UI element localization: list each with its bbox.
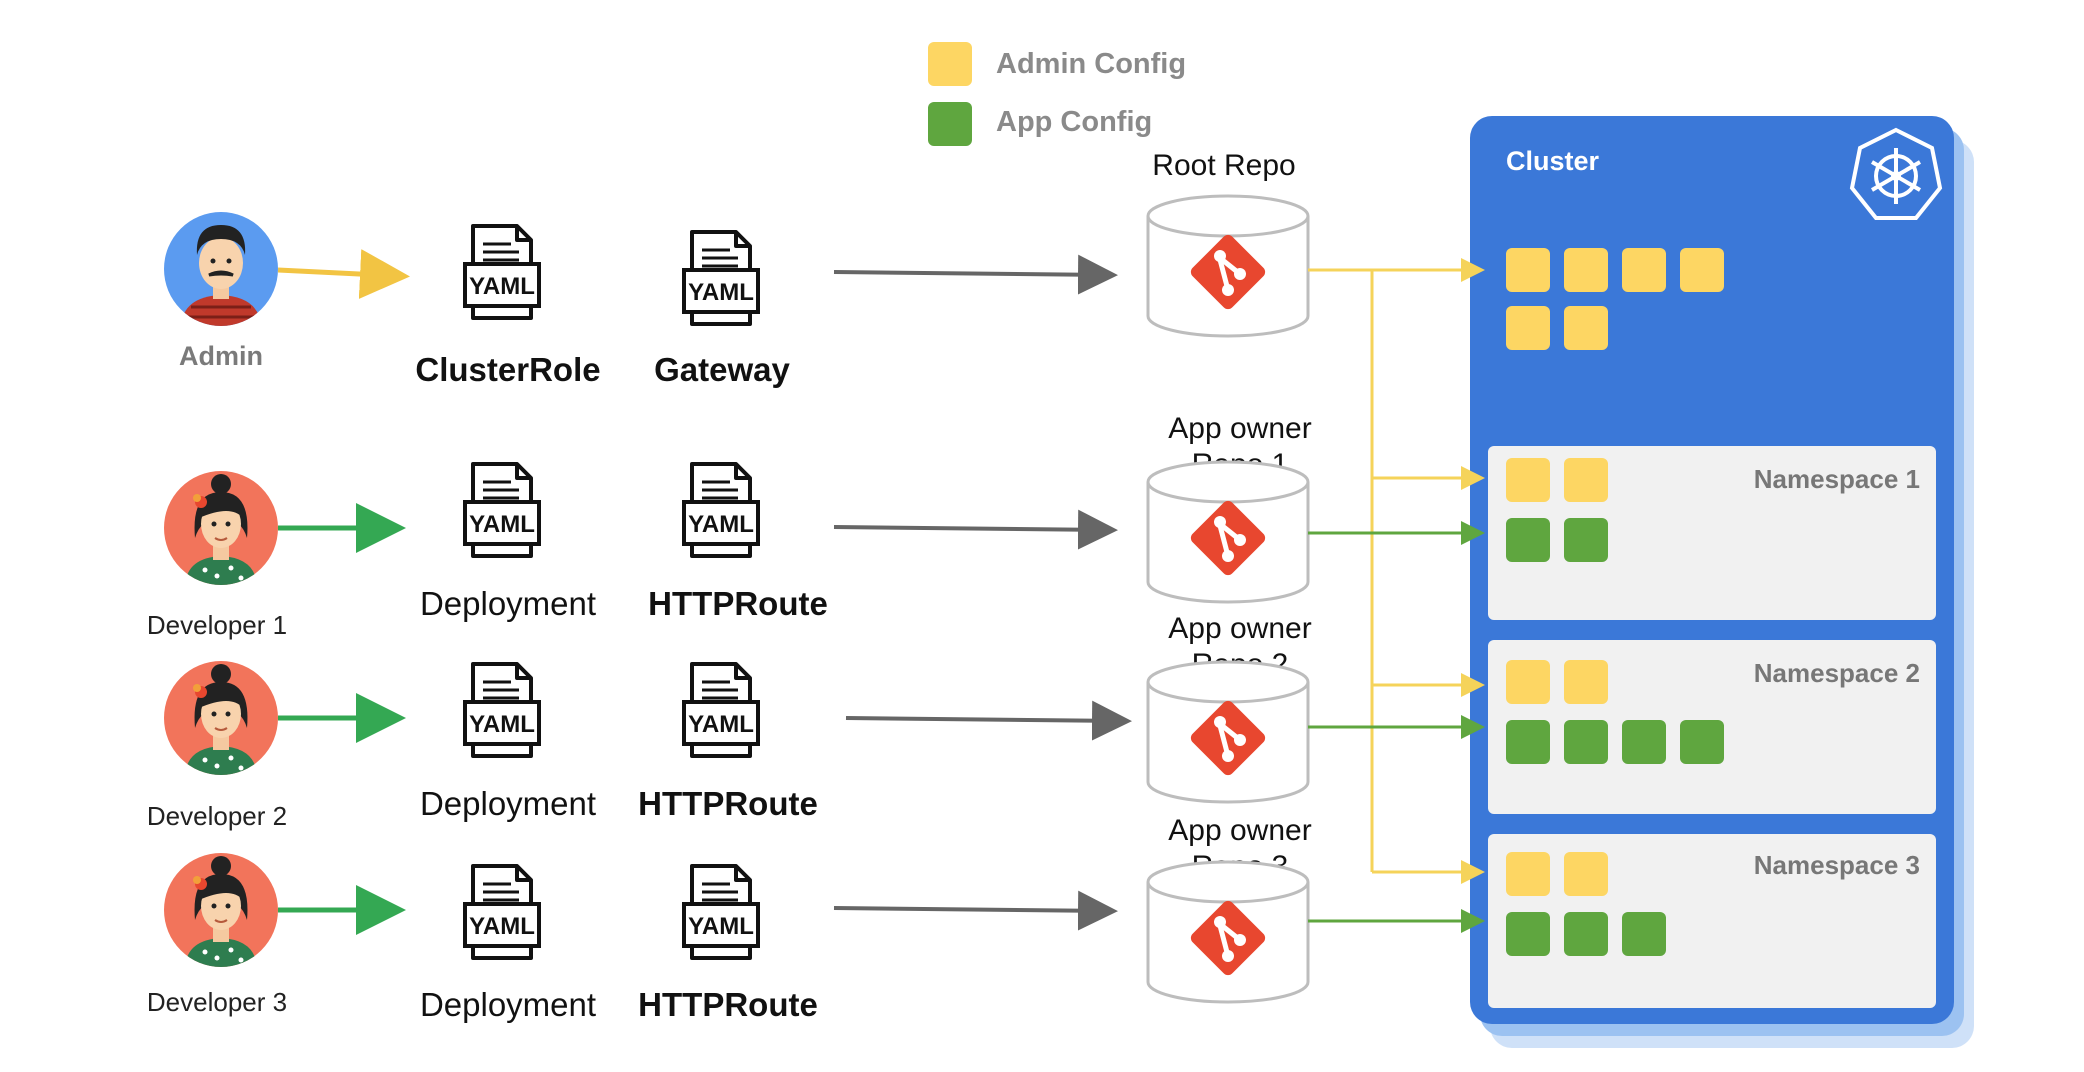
yaml-label: YAML <box>469 913 535 940</box>
yaml-file-icon: YAML <box>682 864 760 960</box>
legend-admin-label: Admin Config <box>996 48 1186 80</box>
httproute-label: HTTPRoute <box>638 986 818 1023</box>
namespace-1-app-square <box>1506 518 1550 562</box>
repo-3-icon <box>1148 862 1308 1002</box>
namespace-2-app-square <box>1564 720 1608 764</box>
yaml-file-icon: YAML <box>682 462 760 558</box>
yaml-label: YAML <box>469 273 535 300</box>
push-arrow-repo-3 <box>833 890 1118 931</box>
push-arrow-repo-1 <box>833 509 1118 550</box>
namespace-3-app-square <box>1564 912 1608 956</box>
gateway-label: Gateway <box>654 351 790 388</box>
namespace-2-app-square <box>1680 720 1724 764</box>
cluster-title: Cluster <box>1506 146 1600 176</box>
yaml-file-icon: YAML <box>682 662 760 758</box>
root-repo-icon <box>1148 196 1308 336</box>
cluster-panel: Cluster Namespace 1 <box>1470 116 1974 1048</box>
deployment-label: Deployment <box>420 986 596 1023</box>
developer-1-avatar <box>164 471 278 588</box>
yaml-file-icon: YAML <box>463 462 541 558</box>
yaml-label: YAML <box>688 511 754 538</box>
repo-2-icon <box>1148 662 1308 802</box>
admin-avatar <box>164 212 278 329</box>
namespace-2-title: Namespace 2 <box>1754 658 1920 688</box>
kubernetes-icon <box>1849 127 1943 220</box>
yaml-file-icon: YAML <box>463 864 541 960</box>
yaml-file-icon: YAML <box>682 230 760 326</box>
developer-2-row: Developer 2 YAML Deployment YAML HTTPRou… <box>147 612 1312 831</box>
httproute-label: HTTPRoute <box>648 585 828 622</box>
deployment-label: Deployment <box>420 585 596 622</box>
admin-label: Admin <box>179 341 263 371</box>
legend-app-swatch <box>928 102 972 146</box>
push-arrow-repo-2 <box>845 700 1132 741</box>
namespace-1-app-square <box>1564 518 1608 562</box>
clusterrole-label: ClusterRole <box>415 351 600 388</box>
yaml-label: YAML <box>688 711 754 738</box>
admin-arrow <box>277 249 410 300</box>
namespace-3-app-square <box>1506 912 1550 956</box>
deployment-label: Deployment <box>420 785 596 822</box>
repo-1-label-line1: App owner <box>1168 412 1311 445</box>
cluster-admin-config-square <box>1564 248 1608 292</box>
namespace-3-admin-square <box>1506 852 1550 896</box>
developer-2-avatar <box>164 661 278 778</box>
cluster-admin-config-square <box>1622 248 1666 292</box>
namespace-1-panel: Namespace 1 <box>1488 446 1936 620</box>
namespace-1-admin-square <box>1506 458 1550 502</box>
namespace-1-title: Namespace 1 <box>1754 464 1920 494</box>
repo-2-label-line1: App owner <box>1168 612 1311 645</box>
namespace-3-app-square <box>1622 912 1666 956</box>
namespace-3-title: Namespace 3 <box>1754 850 1920 880</box>
namespace-1-admin-square <box>1564 458 1608 502</box>
sync-lines <box>1308 258 1485 933</box>
namespace-2-app-square <box>1506 720 1550 764</box>
yaml-label: YAML <box>469 511 535 538</box>
developer-3-row: Developer 3 YAML Deployment YAML HTTPRou… <box>147 814 1312 1023</box>
cluster-admin-config-square <box>1680 248 1724 292</box>
repo-3-label-line1: App owner <box>1168 814 1311 847</box>
cluster-admin-config-square <box>1564 306 1608 350</box>
cluster-admin-config-square <box>1506 248 1550 292</box>
namespace-3-panel: Namespace 3 <box>1488 834 1936 1008</box>
namespace-2-app-square <box>1622 720 1666 764</box>
push-arrow-root <box>833 254 1118 295</box>
yaml-label: YAML <box>688 279 754 306</box>
namespace-2-admin-square <box>1564 660 1608 704</box>
yaml-label: YAML <box>469 711 535 738</box>
legend: Admin Config App Config <box>928 42 1186 146</box>
legend-admin-swatch <box>928 42 972 86</box>
namespace-2-panel: Namespace 2 <box>1488 640 1936 814</box>
cluster-admin-config-square <box>1506 306 1550 350</box>
yaml-label: YAML <box>688 913 754 940</box>
namespace-2-admin-square <box>1506 660 1550 704</box>
root-repo-label: Root Repo <box>1152 149 1295 182</box>
legend-app-label: App Config <box>996 106 1152 138</box>
developer-1-row: Developer 1 YAML Deployment YAML HTTPRou… <box>147 412 1312 640</box>
yaml-file-icon: YAML <box>463 662 541 758</box>
namespace-3-admin-square <box>1564 852 1608 896</box>
yaml-file-icon: YAML <box>463 224 541 320</box>
cluster-admin-squares <box>1506 248 1724 350</box>
developer-2-label: Developer 2 <box>147 801 287 831</box>
developer-1-label: Developer 1 <box>147 610 287 640</box>
repo-1-icon <box>1148 462 1308 602</box>
admin-row: Admin YAML ClusterRole YAML Gateway Root… <box>164 149 1308 388</box>
developer-3-avatar <box>164 853 278 970</box>
developer-3-label: Developer 3 <box>147 987 287 1017</box>
httproute-label: HTTPRoute <box>638 785 818 822</box>
